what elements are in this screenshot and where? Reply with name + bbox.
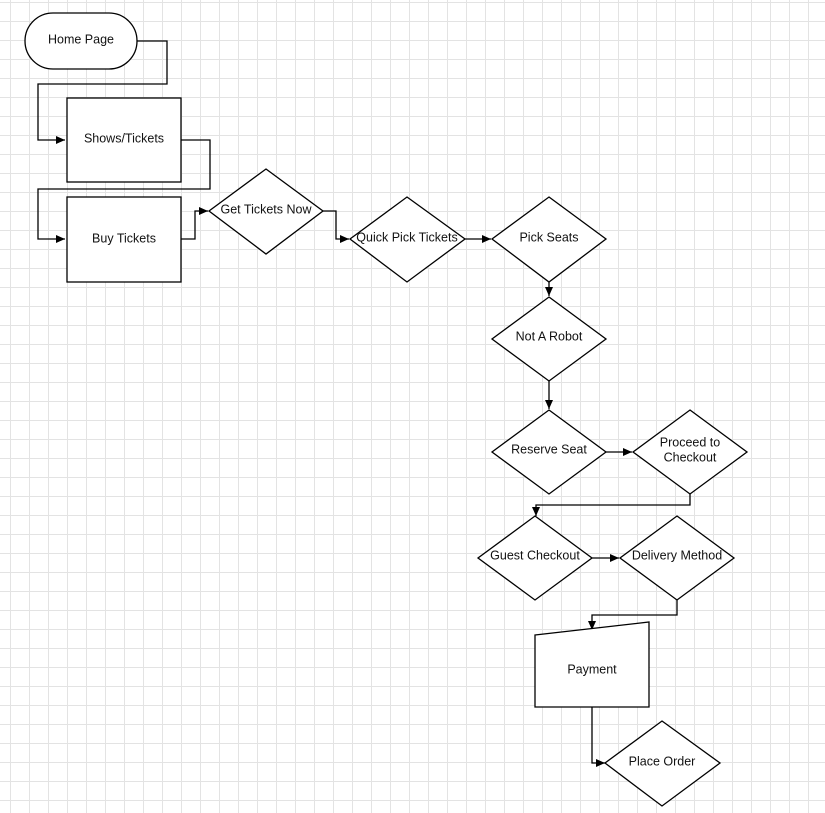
node-home-page[interactable]: Home Page [24,12,138,70]
node-reserve-seat-label: Reserve Seat [511,442,587,456]
node-reserve-seat[interactable]: Reserve Seat [490,409,608,495]
node-get-tickets-now[interactable]: Get Tickets Now [207,168,325,255]
node-not-a-robot[interactable]: Not A Robot [490,296,608,382]
node-delivery-method[interactable]: Delivery Method [618,515,736,601]
node-home-page-label: Home Page [48,32,114,46]
connectors [37,40,691,767]
node-place-order[interactable]: Place Order [603,720,722,807]
edge-buy-to-get-tickets[interactable] [181,207,208,240]
node-pick-seats[interactable]: Pick Seats [490,196,608,283]
edge-payment-to-place-order[interactable] [591,707,605,767]
node-proceed-to-checkout-label-line1: Proceed to [660,435,721,449]
node-quick-pick-tickets[interactable]: Quick Pick Tickets [348,196,467,283]
edge-shows-to-buy[interactable] [37,139,211,243]
node-payment[interactable]: Payment [534,621,650,708]
node-buy-tickets-label: Buy Tickets [92,231,156,245]
node-not-a-robot-label: Not A Robot [516,329,583,343]
node-place-order-label: Place Order [629,754,696,768]
node-get-tickets-now-label: Get Tickets Now [221,202,313,216]
node-shows-tickets-label: Shows/Tickets [84,131,164,145]
node-pick-seats-label: Pick Seats [519,230,578,244]
node-proceed-to-checkout[interactable]: Proceed to Checkout [631,409,749,495]
node-delivery-method-label: Delivery Method [632,548,722,562]
edge-get-tickets-to-quick-pick[interactable] [323,210,349,243]
node-proceed-to-checkout-label-line2: Checkout [664,450,717,464]
node-quick-pick-tickets-label: Quick Pick Tickets [356,230,457,244]
edge-home-to-shows[interactable] [37,40,168,144]
edge-delivery-to-payment[interactable] [588,599,678,630]
edge-checkout-to-guest[interactable] [532,494,691,516]
node-buy-tickets[interactable]: Buy Tickets [66,196,182,283]
node-shows-tickets[interactable]: Shows/Tickets [66,97,182,183]
node-guest-checkout-label: Guest Checkout [490,548,580,562]
node-payment-label: Payment [567,662,617,676]
node-guest-checkout[interactable]: Guest Checkout [476,515,594,601]
